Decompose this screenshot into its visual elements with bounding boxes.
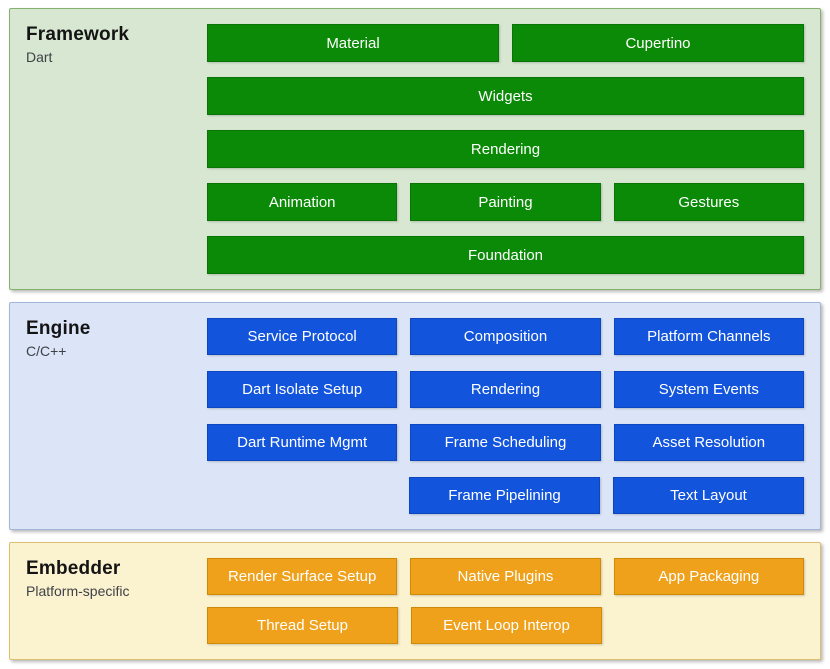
component-box: Dart Runtime Mgmt	[207, 424, 398, 461]
component-box: Material	[207, 24, 499, 62]
framework-label-area: Framework Dart	[26, 24, 207, 274]
component-box: Platform Channels	[613, 318, 804, 355]
component-box: Text Layout	[613, 477, 804, 514]
component-row: Material Cupertino	[207, 24, 804, 62]
component-box: Event Loop Interop	[411, 607, 602, 644]
component-row: Dart Isolate Setup Rendering System Events	[207, 371, 804, 408]
framework-title: Framework	[26, 24, 130, 45]
component-box: Painting	[410, 183, 601, 221]
component-box: Foundation	[207, 236, 804, 274]
embedder-layer: Embedder Platform-specific Render Surfac…	[9, 542, 821, 660]
framework-subtitle: Dart	[26, 48, 53, 65]
component-box: Widgets	[207, 77, 804, 115]
component-row: Rendering	[207, 130, 804, 168]
component-row: Render Surface Setup Native Plugins App Pa…	[207, 558, 804, 595]
component-row: Foundation	[207, 236, 804, 274]
engine-subtitle: C/C++	[26, 342, 67, 359]
component-box: System Events	[613, 371, 804, 408]
component-box: Cupertino	[512, 24, 804, 62]
embedder-title: Embedder	[26, 558, 121, 579]
component-box: Gestures	[613, 183, 804, 221]
component-box: Frame Scheduling	[410, 424, 601, 461]
component-box: Composition	[410, 318, 601, 355]
engine-label-area: Engine C/C++	[26, 318, 207, 514]
component-box: Asset Resolution	[613, 424, 804, 461]
component-box: Dart Isolate Setup	[207, 371, 398, 408]
component-row: Service Protocol Composition Platform Chan…	[207, 318, 804, 355]
component-box: Service Protocol	[207, 318, 398, 355]
embedder-subtitle: Platform-specific	[26, 582, 130, 599]
engine-components: Service Protocol Composition Platform Chan…	[207, 318, 804, 514]
embedder-label-area: Embedder Platform-specific	[26, 558, 207, 644]
component-row: Thread Setup Event Loop Interop	[207, 607, 804, 644]
engine-title: Engine	[26, 318, 91, 339]
component-box: Frame Pipelining	[409, 477, 600, 514]
component-box: Render Surface Setup	[207, 558, 398, 595]
component-box: Rendering	[410, 371, 601, 408]
component-box: Rendering	[207, 130, 804, 168]
engine-layer: Engine C/C++ Service Protocol Composition…	[9, 302, 821, 530]
component-box: Native Plugins	[410, 558, 601, 595]
component-row: Widgets	[207, 77, 804, 115]
component-box: App Packaging	[613, 558, 804, 595]
component-row: Animation Painting Gestures	[207, 183, 804, 221]
embedder-components: Render Surface Setup Native Plugins App Pa…	[207, 558, 804, 644]
component-row: Dart Runtime Mgmt Frame Scheduling Asset R…	[207, 424, 804, 461]
component-row: Frame Pipelining Text Layout	[207, 477, 804, 514]
component-box: Animation	[207, 183, 398, 221]
component-box: Thread Setup	[207, 607, 398, 644]
